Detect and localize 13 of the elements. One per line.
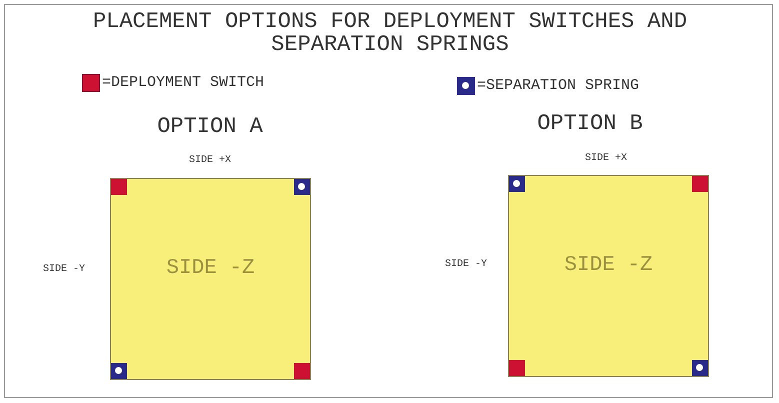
side-label: SIDE +X [188,155,232,166]
panel-square [110,178,311,380]
panel-square [508,175,709,377]
side-label: SIDE -Y [445,259,488,270]
panel-label: SIDE -Z [563,254,654,277]
legend-text: =DEPLOYMENT SWITCH [102,74,264,91]
option-heading: OPTION B [536,111,644,136]
legend-text: =SEPARATION SPRING [477,77,640,94]
panel-label: SIDE -Z [165,257,256,280]
side-label: SIDE -Y [43,264,86,275]
option-heading: OPTION A [156,114,264,139]
title: PLACEMENT OPTIONS FOR DEPLOYMENT SWITCHES AND SEPARATION SPRINGS [92,10,688,56]
side-label: SIDE +X [584,153,628,164]
